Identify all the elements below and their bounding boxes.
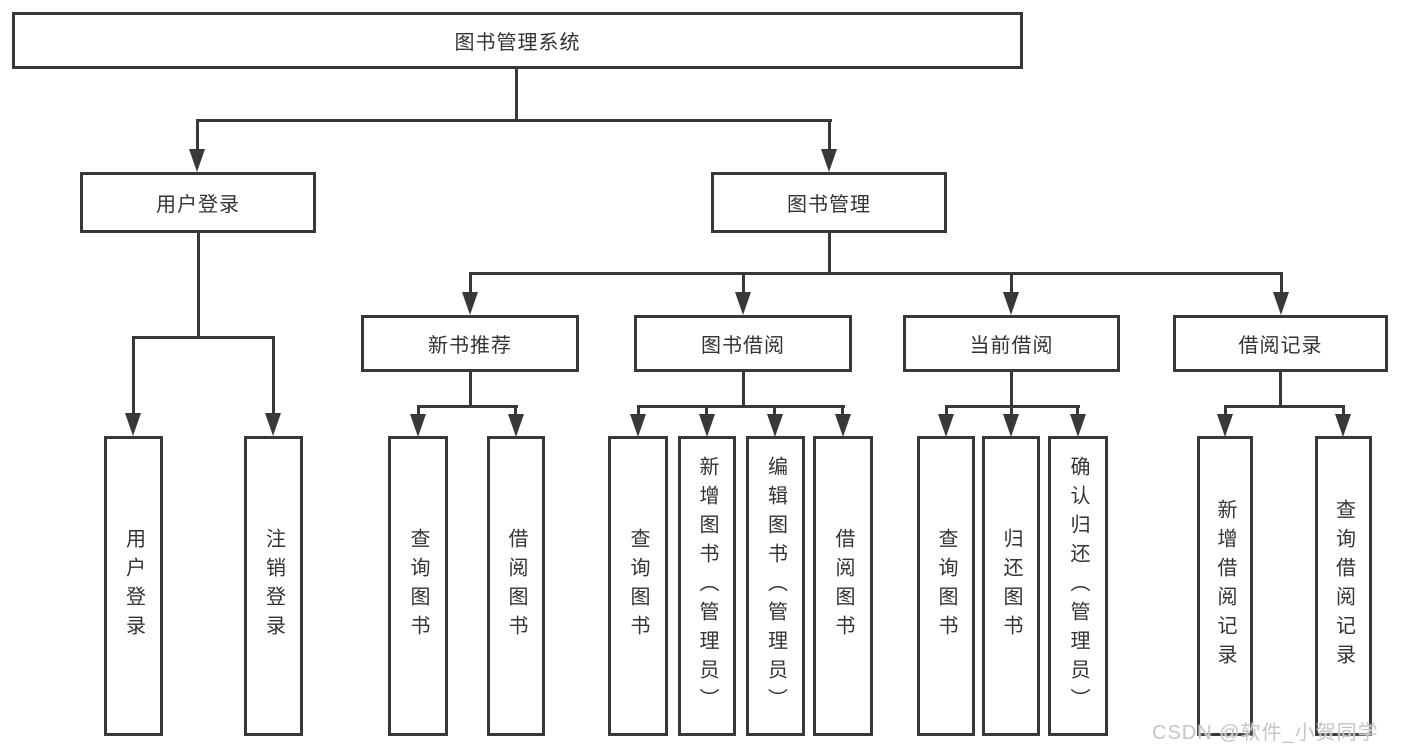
connector-line — [197, 233, 200, 339]
connector-line — [469, 272, 1283, 275]
node-root-label: 图书管理系统 — [454, 32, 581, 54]
connector-line — [742, 372, 745, 408]
arrowhead-down-icon — [821, 149, 837, 172]
watermark-text: CSDN @软件_小贺同学 — [1152, 722, 1379, 744]
connector-line — [1076, 405, 1079, 417]
node-user-login: 用户登录 — [80, 172, 316, 233]
node-borrowing-records-label: 借阅记录 — [1238, 335, 1323, 357]
arrowhead-down-icon — [767, 414, 783, 437]
node-leaf-recommend-borrow-book-label: 借阅图书 — [505, 528, 527, 644]
arrowhead-down-icon — [462, 292, 478, 315]
connector-line — [1342, 405, 1345, 417]
connector-line — [514, 405, 517, 417]
arrowhead-down-icon — [1217, 414, 1233, 437]
node-book-borrowing-label: 图书借阅 — [701, 335, 785, 357]
node-leaf-recommend-query-book: 查询图书 — [388, 436, 448, 736]
connector-line — [1010, 272, 1013, 294]
connector-line — [196, 119, 199, 152]
node-leaf-records-add-record: 新增借阅记录 — [1197, 436, 1253, 736]
node-leaf-current-confirm-return-admin: 确认归还（管理员） — [1048, 436, 1108, 736]
node-root: 图书管理系统 — [12, 12, 1023, 69]
node-leaf-user-login: 用户登录 — [104, 436, 163, 736]
connector-line — [637, 405, 640, 417]
node-book-management: 图书管理 — [711, 172, 947, 233]
node-new-book-recommendation: 新书推荐 — [361, 315, 579, 372]
connector-line — [742, 272, 745, 294]
arrowhead-down-icon — [835, 414, 851, 437]
node-leaf-records-add-record-label: 新增借阅记录 — [1214, 499, 1236, 673]
arrowhead-down-icon — [1273, 292, 1289, 315]
node-leaf-current-return-book-label: 归还图书 — [1000, 528, 1022, 644]
node-leaf-recommend-query-book-label: 查询图书 — [407, 528, 429, 644]
arrowhead-down-icon — [265, 413, 281, 436]
connector-line — [417, 405, 420, 417]
connector-line — [272, 336, 275, 415]
node-leaf-borrow-add-book-admin: 新增图书（管理员） — [678, 436, 736, 736]
arrowhead-down-icon — [699, 414, 715, 437]
arrowhead-down-icon — [1070, 414, 1086, 437]
arrowhead-down-icon — [189, 149, 205, 172]
node-leaf-current-return-book: 归还图书 — [982, 436, 1040, 736]
node-leaf-borrow-edit-book-admin-label: 编辑图书（管理员） — [764, 455, 787, 717]
node-book-management-label: 图书管理 — [787, 194, 871, 216]
connector-line — [1224, 405, 1227, 417]
node-user-login-label: 用户登录 — [156, 194, 240, 216]
connector-line — [773, 405, 776, 417]
connector-line — [705, 405, 708, 417]
arrowhead-down-icon — [1003, 292, 1019, 315]
node-current-borrowing: 当前借阅 — [903, 315, 1120, 372]
node-leaf-current-query-book: 查询图书 — [917, 436, 975, 736]
connector-line — [1010, 372, 1013, 408]
arrowhead-down-icon — [508, 414, 524, 437]
connector-line — [637, 405, 845, 408]
connector-line — [1279, 372, 1282, 408]
node-leaf-logout-label: 注销登录 — [262, 528, 285, 644]
node-leaf-borrow-add-book-admin-label: 新增图书（管理员） — [696, 455, 718, 717]
connector-line — [841, 405, 844, 417]
arrowhead-down-icon — [1003, 414, 1019, 437]
connector-line — [417, 405, 518, 408]
node-borrowing-records: 借阅记录 — [1173, 315, 1388, 372]
node-leaf-records-query-record-label: 查询借阅记录 — [1332, 499, 1355, 673]
node-current-borrowing-label: 当前借阅 — [969, 335, 1054, 357]
arrowhead-down-icon — [1335, 414, 1351, 437]
node-leaf-user-login-label: 用户登录 — [122, 528, 145, 644]
node-leaf-borrow-query-book-label: 查询图书 — [627, 528, 649, 644]
connector-line — [132, 336, 275, 339]
connector-line — [828, 233, 831, 275]
connector-line — [1010, 405, 1013, 417]
connector-line — [515, 68, 518, 122]
node-leaf-recommend-borrow-book: 借阅图书 — [487, 436, 545, 736]
node-leaf-borrow-borrow-book-label: 借阅图书 — [832, 528, 854, 644]
connector-line — [945, 405, 948, 417]
arrowhead-down-icon — [630, 414, 646, 437]
arrowhead-down-icon — [938, 414, 954, 437]
node-leaf-logout: 注销登录 — [244, 436, 303, 736]
node-new-book-recommendation-label: 新书推荐 — [428, 335, 512, 357]
arrowhead-down-icon — [735, 292, 751, 315]
node-book-borrowing: 图书借阅 — [634, 315, 852, 372]
node-leaf-borrow-query-book: 查询图书 — [608, 436, 668, 736]
arrowhead-down-icon — [410, 414, 426, 437]
connector-line — [1224, 405, 1345, 408]
node-leaf-current-query-book-label: 查询图书 — [935, 528, 957, 644]
node-leaf-borrow-borrow-book: 借阅图书 — [813, 436, 873, 736]
connector-line — [828, 119, 831, 152]
connector-line — [469, 372, 472, 408]
node-leaf-current-confirm-return-admin-label: 确认归还（管理员） — [1067, 455, 1089, 717]
connector-line — [132, 336, 135, 415]
arrowhead-down-icon — [125, 413, 141, 436]
node-leaf-records-query-record: 查询借阅记录 — [1315, 436, 1372, 736]
connector-line — [1280, 272, 1283, 294]
node-leaf-borrow-edit-book-admin: 编辑图书（管理员） — [746, 436, 805, 736]
connector-line — [196, 119, 832, 122]
connector-line — [469, 272, 472, 294]
